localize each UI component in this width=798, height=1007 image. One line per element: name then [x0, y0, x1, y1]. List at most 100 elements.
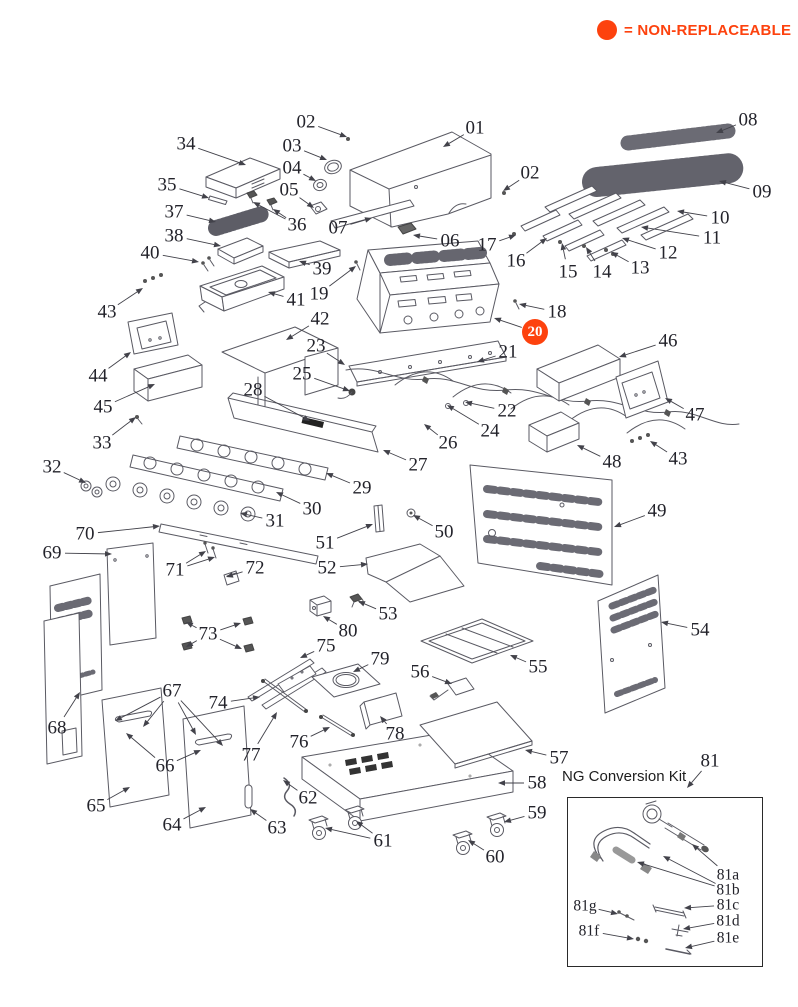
leader-line-47 — [665, 398, 684, 409]
leader-line-39 — [299, 260, 310, 266]
rear-trim-panel-art — [349, 341, 506, 386]
leader-line-81d — [683, 923, 714, 931]
leader-line-05 — [300, 198, 314, 208]
leader-line-61 — [356, 821, 373, 833]
leader-line-15 — [560, 243, 567, 259]
leader-line-25 — [314, 378, 350, 392]
leader-line-16 — [526, 238, 547, 253]
leader-line-37 — [187, 215, 216, 224]
leader-line-50 — [413, 515, 433, 526]
trays-art — [310, 505, 533, 700]
leader-line-81 — [687, 771, 702, 788]
leader-line-21 — [477, 356, 496, 363]
leader-line-33 — [112, 417, 136, 435]
leader-line-63 — [250, 809, 266, 821]
leader-line-42 — [286, 326, 309, 340]
leader-line-58 — [498, 780, 524, 786]
leader-line-03 — [304, 151, 327, 160]
leader-line-81c — [684, 904, 714, 911]
leader-line-07 — [350, 217, 372, 224]
leader-line-38 — [187, 239, 221, 248]
leader-line-36 — [273, 209, 286, 218]
cooking-grate-art — [597, 168, 731, 182]
leader-line-44 — [109, 352, 131, 368]
leader-line-30 — [276, 492, 300, 503]
doors-art — [102, 616, 254, 828]
leader-line-77 — [258, 712, 277, 744]
leader-line-32 — [64, 473, 86, 483]
leader-line-13 — [611, 252, 629, 262]
burner-manifold-art — [338, 369, 739, 433]
knobs-art — [81, 477, 255, 521]
casters-art — [245, 778, 506, 855]
leader-line-23 — [327, 353, 345, 365]
leader-line-68 — [64, 692, 80, 717]
side-panel-art — [598, 575, 665, 713]
control-panel-art — [130, 393, 378, 501]
leader-line-18 — [519, 302, 544, 310]
leader-line-06 — [413, 233, 437, 239]
leader-line-45 — [115, 384, 155, 402]
leader-line-71 — [186, 551, 206, 563]
leader-line-46 — [619, 345, 656, 358]
leader-line-27 — [383, 450, 406, 460]
leader-line-08 — [716, 125, 736, 133]
leader-line-81f — [603, 933, 634, 941]
leader-line-65 — [107, 787, 130, 800]
non-replaceable-dot-icon — [597, 20, 617, 40]
leader-line-62 — [283, 780, 297, 790]
leader-line-22 — [465, 400, 494, 409]
leader-line-14 — [586, 247, 595, 261]
grill-hood-art — [350, 132, 491, 227]
leader-line-60 — [468, 840, 484, 850]
leader-line-67 — [178, 702, 196, 735]
hood-small-parts-art — [310, 137, 506, 234]
leader-line-80 — [323, 616, 337, 624]
leader-line-09 — [719, 180, 749, 189]
leader-line-43 — [650, 441, 667, 452]
leader-line-52 — [340, 561, 368, 568]
warming-rack-art — [628, 131, 728, 143]
leader-line-10 — [677, 209, 707, 216]
right-shelf-art — [529, 345, 668, 452]
ng-kit-frame — [567, 797, 763, 967]
leader-line-81a — [692, 844, 717, 866]
leader-line-81g — [599, 909, 618, 916]
leader-line-70 — [98, 523, 160, 533]
leader-line-74 — [231, 695, 260, 701]
leader-line-81b — [637, 861, 715, 886]
leader-line-04 — [303, 174, 316, 181]
leader-line-67 — [115, 697, 160, 721]
leader-line-29 — [326, 473, 350, 483]
leader-line-71 — [187, 556, 215, 566]
leader-line-34 — [198, 148, 246, 166]
leader-line-78 — [380, 716, 387, 724]
leader-line-54 — [661, 620, 687, 628]
leader-line-76 — [311, 727, 330, 736]
firebox-art — [354, 241, 519, 333]
leader-line-11 — [641, 225, 699, 236]
leader-line-73 — [186, 641, 197, 647]
leader-line-75 — [300, 651, 314, 658]
leader-line-73 — [220, 622, 241, 630]
leader-line-19 — [329, 266, 356, 286]
leader-line-56 — [432, 677, 452, 685]
leader-line-26 — [424, 424, 438, 435]
leader-line-73 — [186, 622, 197, 628]
leader-line-12 — [622, 237, 656, 249]
leader-line-66 — [177, 750, 201, 761]
leader-line-49 — [614, 516, 645, 528]
leader-line-35 — [179, 189, 209, 199]
leader-line-79 — [353, 665, 368, 672]
leader-line-02 — [318, 126, 347, 138]
ng-kit-art — [590, 801, 709, 954]
leader-line-66 — [126, 733, 155, 758]
leader-line-73 — [220, 639, 242, 649]
leader-line-28 — [264, 396, 310, 421]
non-replaceable-legend: = NON-REPLACEABLE — [597, 20, 791, 40]
back-panel-art — [470, 465, 612, 585]
leader-line-41 — [268, 291, 284, 296]
leader-line-67 — [143, 701, 164, 727]
